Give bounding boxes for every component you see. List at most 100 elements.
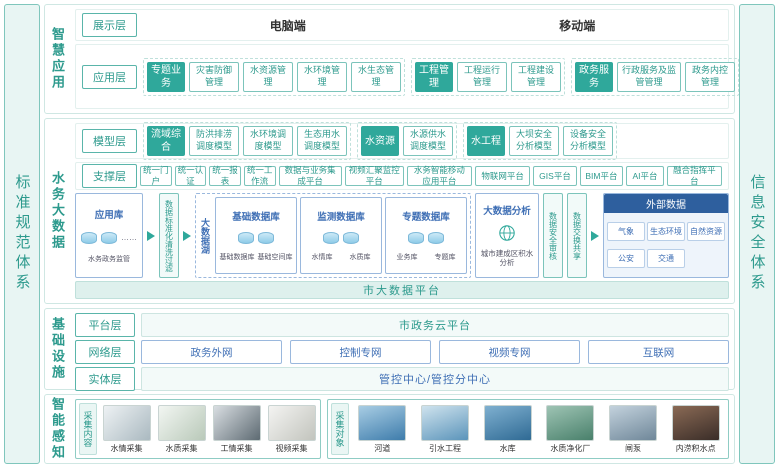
- data-lake-label: 大数据湖: [200, 217, 210, 254]
- database-name: 水质库: [349, 254, 371, 262]
- app-item: 政务内控管理: [685, 61, 735, 92]
- data-exchange-share-label: 数据交换共享: [572, 211, 582, 260]
- display-layer-row: 展示层 电脑端 移动端: [75, 9, 729, 41]
- collection-content-label-box: 采集内容: [79, 403, 97, 455]
- collection-content-box: 采集内容 水情采集 水质采集 工情采集 视频采集: [75, 399, 321, 459]
- external-data-grid: 气象 生态环境 自然资源 公安 交通: [604, 213, 728, 277]
- section-water-big-data: 水务大数据 模型层 流域综合 防洪排涝调度模型 水环境调度模型 生态用水调度模型…: [44, 118, 735, 304]
- water-diversion-project-photo: [421, 404, 469, 441]
- app-item: 水资源管理: [243, 61, 293, 92]
- collection-item: 闸泵: [604, 403, 663, 455]
- app-item: 工程运行管理: [457, 61, 507, 92]
- support-item: 物联网平台: [475, 166, 531, 186]
- group-head: 工程管理: [415, 61, 453, 92]
- application-layer-chip: 应用层: [82, 64, 137, 89]
- support-item: 融合指挥平台: [666, 165, 722, 186]
- model-group-water-resource: 水资源 水源供水调度模型: [357, 122, 457, 160]
- network-item: 控制专网: [290, 340, 431, 364]
- app-item: 行政服务及监管管理: [617, 61, 681, 92]
- photo-caption: 水质净化厂: [550, 443, 591, 453]
- big-data-analysis-box: 大数据分析 城市建成区积水分析: [475, 193, 539, 278]
- group-head: 流域综合: [147, 126, 185, 156]
- database-cylinder-icon: [258, 231, 274, 244]
- app-item: 灾害防御管理: [189, 61, 239, 92]
- external-data-item: 自然资源: [687, 222, 725, 241]
- photo-caption: 工情采集: [220, 443, 253, 453]
- entity-layer-row: 实体层 管控中心/管控分中心: [75, 367, 729, 391]
- city-big-data-platform-bar: 市大数据平台: [75, 281, 729, 299]
- security-pillar: 信息安全体系: [739, 4, 775, 464]
- section-smart-application: 智慧应用 展示层 电脑端 移动端 应用层 专题业务 灾害防御管理 水资源管理 水…: [44, 4, 739, 114]
- data-lake-box: 大数据湖 基础数据库 基础数据库 基础空间库 监测数据库: [195, 193, 471, 278]
- support-item: 视频汇聚监控平台: [344, 165, 404, 186]
- support-item: AI平台: [626, 166, 664, 186]
- control-center-bar: 管控中心/管控分中心: [141, 367, 729, 391]
- platform-layer-row: 平台层 市政务云平台: [75, 313, 729, 337]
- photo-caption: 水库: [499, 443, 516, 453]
- database-name: 基础空间库: [257, 254, 293, 262]
- external-data-item: 公安: [607, 249, 645, 268]
- collection-object-box: 采集对象 河道 引水工程 水库 水质净化厂: [327, 399, 729, 459]
- app-group-government-service: 政务服务 行政服务及监管管理 政务内控管理: [571, 57, 739, 96]
- database-cylinder-labels: 水情库 水质库: [303, 252, 379, 262]
- platform-layer-chip: 平台层: [75, 313, 135, 337]
- external-data-item: 交通: [647, 249, 685, 268]
- support-layer-chip: 支撑层: [82, 164, 137, 188]
- application-database-note: 水务政务监管: [88, 256, 130, 264]
- analysis-caption: 城市建成区积水分析: [480, 248, 534, 268]
- data-cleansing-box: 数据标准化清洗过滤: [159, 193, 179, 278]
- database-name: 水情库: [311, 254, 333, 262]
- database-cylinders: [323, 231, 359, 244]
- reservoir-photo: [483, 404, 532, 441]
- support-item: 数据与业务集成平台: [278, 165, 342, 186]
- app-group-thematic-business: 专题业务 灾害防御管理 水资源管理 水环境管理 水生态管理: [143, 57, 405, 96]
- collection-item: 水质净化厂: [541, 403, 600, 455]
- data-flow-row: 应用库 …… 水务政务监管 数据标准化清洗过滤 大数据湖 基础数据: [75, 193, 729, 278]
- network-item: 视频专网: [439, 340, 580, 364]
- database-cylinders: ……: [81, 231, 137, 244]
- network-item: 政务外网: [141, 340, 282, 364]
- water-quality-device-photo: [157, 404, 206, 441]
- collection-item: 水情采集: [101, 403, 152, 455]
- support-item: BIM平台: [579, 166, 624, 186]
- application-database-box: 应用库 …… 水务政务监管: [75, 193, 143, 278]
- river-photo: [358, 404, 407, 441]
- waterlogging-point-photo: [671, 404, 720, 441]
- analysis-title: 大数据分析: [483, 205, 531, 217]
- app-item: 工程建设管理: [511, 61, 561, 92]
- ellipsis-label: ……: [121, 233, 137, 242]
- standards-pillar-title: 标准规范体系: [13, 174, 31, 294]
- support-item: 统一报表: [209, 165, 241, 186]
- database-group-title: 监测数据库: [317, 211, 365, 223]
- group-head: 政务服务: [575, 61, 613, 92]
- section-intelligent-perception: 智能感知 采集内容 水情采集 水质采集 工情采集: [44, 394, 735, 464]
- section-title-column: 智慧应用: [45, 5, 70, 113]
- data-exchange-share-box: 数据交换共享: [567, 193, 587, 278]
- collection-item: 引水工程: [416, 403, 475, 455]
- photo-caption: 水质采集: [165, 443, 198, 453]
- group-head: 水工程: [467, 126, 505, 156]
- mobile-client-label: 移动端: [559, 18, 596, 33]
- photo-caption: 视频采集: [275, 443, 308, 453]
- collection-object-label: 采集对象: [334, 411, 345, 447]
- model-group-basin: 流域综合 防洪排涝调度模型 水环境调度模型 生态用水调度模型: [143, 122, 351, 160]
- section-title-water-big-data: 水务大数据: [50, 171, 65, 251]
- model-layer-chip: 模型层: [82, 129, 137, 153]
- flow-arrow-icon: [591, 230, 599, 241]
- flow-arrow-icon: [147, 230, 155, 241]
- engineering-sensor-photo: [212, 404, 261, 441]
- support-item: 水务智能移动应用平台: [406, 165, 472, 186]
- model-layer-row: 模型层 流域综合 防洪排涝调度模型 水环境调度模型 生态用水调度模型 水资源 水…: [75, 122, 729, 160]
- photo-caption: 引水工程: [429, 443, 461, 453]
- thematic-database-box: 专题数据库 业务库 专题库: [385, 197, 467, 274]
- photo-caption: 闸泵: [625, 443, 642, 453]
- database-cylinder-icon: [238, 231, 254, 244]
- purification-plant-photo: [546, 404, 595, 441]
- external-data-item: 生态环境: [647, 222, 685, 241]
- application-layer-row: 应用层 专题业务 灾害防御管理 水资源管理 水环境管理 水生态管理 工程管理 工…: [75, 44, 739, 109]
- section-title-intelligent-perception: 智能感知: [50, 397, 65, 461]
- section-title-smart-application: 智慧应用: [50, 27, 65, 91]
- group-head: 专题业务: [147, 61, 185, 92]
- section-infrastructure: 基础设施 平台层 市政务云平台 网络层 政务外网 控制专网 视频专网 互联网 实…: [44, 308, 735, 391]
